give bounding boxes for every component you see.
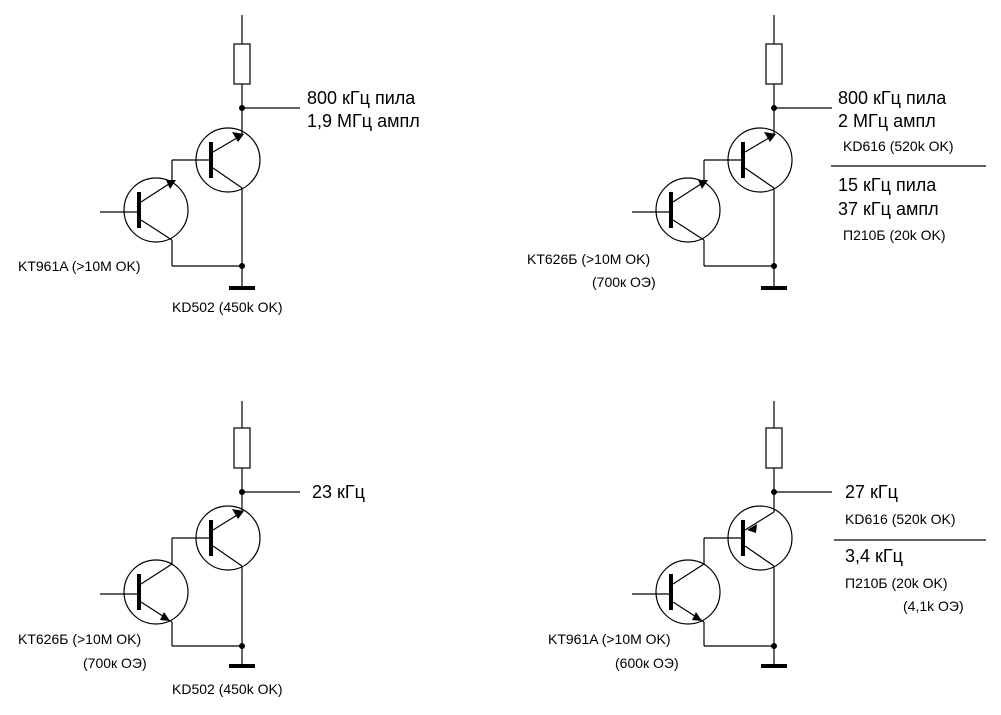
q1-arrow xyxy=(166,180,176,189)
circuit-top-right: 800 кГц пила 2 МГц ампл KD616 (520k OK) … xyxy=(527,15,986,290)
junction-dot xyxy=(239,489,245,495)
circuit-bottom-right: 27 кГц KD616 (520k OK) 3,4 кГц П210Б (20… xyxy=(548,401,986,671)
q2-emitter-arrow xyxy=(764,132,776,142)
q1-lower-lead xyxy=(140,219,173,241)
junction-dot xyxy=(239,263,245,269)
output-label-1: 23 кГц xyxy=(312,482,365,502)
q1-arrow xyxy=(698,180,708,189)
diode-label: KD502 (450k OK) xyxy=(172,681,283,697)
junction-dot xyxy=(771,263,777,269)
output-label-1: 800 кГц пила xyxy=(838,88,947,108)
q2-emitter-lead xyxy=(212,167,243,189)
q1-transistor-body xyxy=(655,177,721,243)
q1-lower-lead xyxy=(672,219,705,241)
q1-label-2: (600к ОЭ) xyxy=(615,655,679,671)
q2-collector-lead xyxy=(744,511,775,531)
q1-transistor-body xyxy=(655,559,721,625)
resistor xyxy=(233,43,251,85)
diode2-label-2: (4,1k ОЭ) xyxy=(903,598,964,614)
diode2-label: П210Б (20k OK) xyxy=(843,227,946,243)
resistor xyxy=(765,427,783,469)
q2-emitter-lead xyxy=(744,545,775,567)
circuit-bottom-left: 23 кГц KT626Б (>10M OK) (700к ОЭ) KD502 … xyxy=(18,401,365,697)
resistor xyxy=(765,43,783,85)
output-label-1: 800 кГц пила xyxy=(307,88,416,108)
output-label-4: 37 кГц ампл xyxy=(838,199,939,219)
resistor xyxy=(233,427,251,469)
q1-label-2: (700к ОЭ) xyxy=(592,274,656,290)
junction-dot xyxy=(239,105,245,111)
junction-dot xyxy=(771,489,777,495)
diode1-label: KD616 (520k OK) xyxy=(843,138,954,154)
circuit-top-left: 800 кГц пила 1,9 МГц ампл KT961A (>10M O… xyxy=(18,15,420,315)
output-label-3: 15 кГц пила xyxy=(838,175,937,195)
q2-emitter-arrow xyxy=(747,524,757,533)
output-label-2: 1,9 МГц ампл xyxy=(307,111,420,131)
output-label-1: 27 кГц xyxy=(845,482,898,502)
diode2-label: П210Б (20k OK) xyxy=(845,575,948,591)
q2-emitter-arrow xyxy=(232,509,244,519)
q1-arrow xyxy=(160,612,170,621)
q1-upper-lead xyxy=(140,563,173,585)
q1-transistor-body xyxy=(123,177,189,243)
q1-label: KT961A (>10M OK) xyxy=(548,631,671,647)
q2-emitter-lead xyxy=(744,167,775,189)
q1-transistor-body xyxy=(123,559,189,625)
q2-emitter-lead xyxy=(212,545,243,567)
q2-emitter-arrow xyxy=(232,132,244,142)
diode1-label: KD616 (520k OK) xyxy=(845,511,956,527)
q1-upper-lead xyxy=(672,563,705,585)
q1-label: KT961A (>10M OK) xyxy=(18,258,141,274)
junction-dot xyxy=(771,643,777,649)
output-label-2: 3,4 кГц xyxy=(845,546,903,566)
q1-label: KT626Б (>10M OK) xyxy=(18,631,141,647)
diode-label: KD502 (450k OK) xyxy=(172,299,283,315)
q1-upper-lead xyxy=(672,181,705,203)
q1-label-2: (700к ОЭ) xyxy=(83,655,147,671)
junction-dot xyxy=(771,105,777,111)
junction-dot xyxy=(239,643,245,649)
q1-label: KT626Б (>10M OK) xyxy=(527,251,650,267)
output-label-2: 2 МГц ампл xyxy=(838,111,936,131)
q1-upper-lead xyxy=(140,181,173,203)
q1-arrow xyxy=(692,612,702,621)
